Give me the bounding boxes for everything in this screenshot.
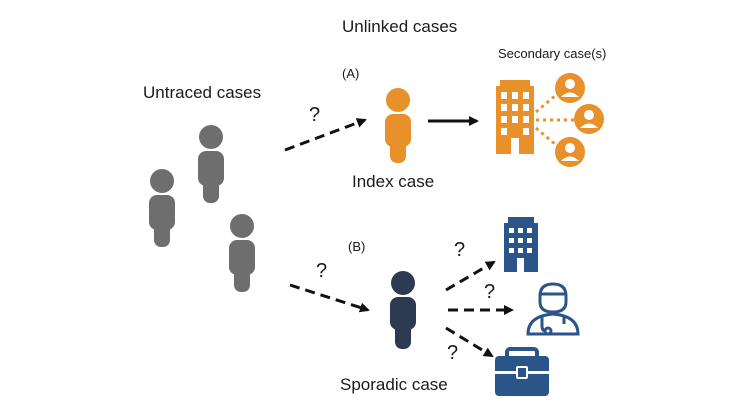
sporadic-case-label: Sporadic case [340,375,448,394]
unknown-link-a-mark: ? [309,104,320,126]
user-circle-icon [574,104,604,134]
untraced-cases-title: Untraced cases [143,83,261,102]
unknown-source-briefcase-mark: ? [447,342,458,364]
secondary-cases-label: Secondary case(s) [498,46,606,61]
index-case-label: Index case [352,172,434,191]
dashed-arrow-to-building [445,260,496,292]
index-case-person-icon [385,88,411,163]
scenario-a-label: (A) [342,66,359,81]
unknown-source-doctor-mark: ? [484,281,495,303]
sporadic-case-person-icon [390,271,416,349]
secondary-links [535,93,575,147]
user-circle-icon [555,73,585,103]
dashed-arrow-to-sporadic [289,283,370,313]
person-icon [229,214,255,292]
scenario-b-label: (B) [348,239,365,254]
unknown-link-b-mark: ? [316,260,327,282]
person-icon [149,169,175,247]
person-icon [198,125,224,203]
building-icon [496,80,534,154]
doctor-icon [526,282,580,336]
dashed-arrow-to-index [284,118,367,152]
briefcase-icon [495,347,549,396]
building-icon [504,217,538,272]
dashed-arrow-to-briefcase [445,326,494,358]
user-circle-icon [555,137,585,167]
unlinked-cases-title: Unlinked cases [342,17,457,36]
unknown-source-building-mark: ? [454,239,465,261]
